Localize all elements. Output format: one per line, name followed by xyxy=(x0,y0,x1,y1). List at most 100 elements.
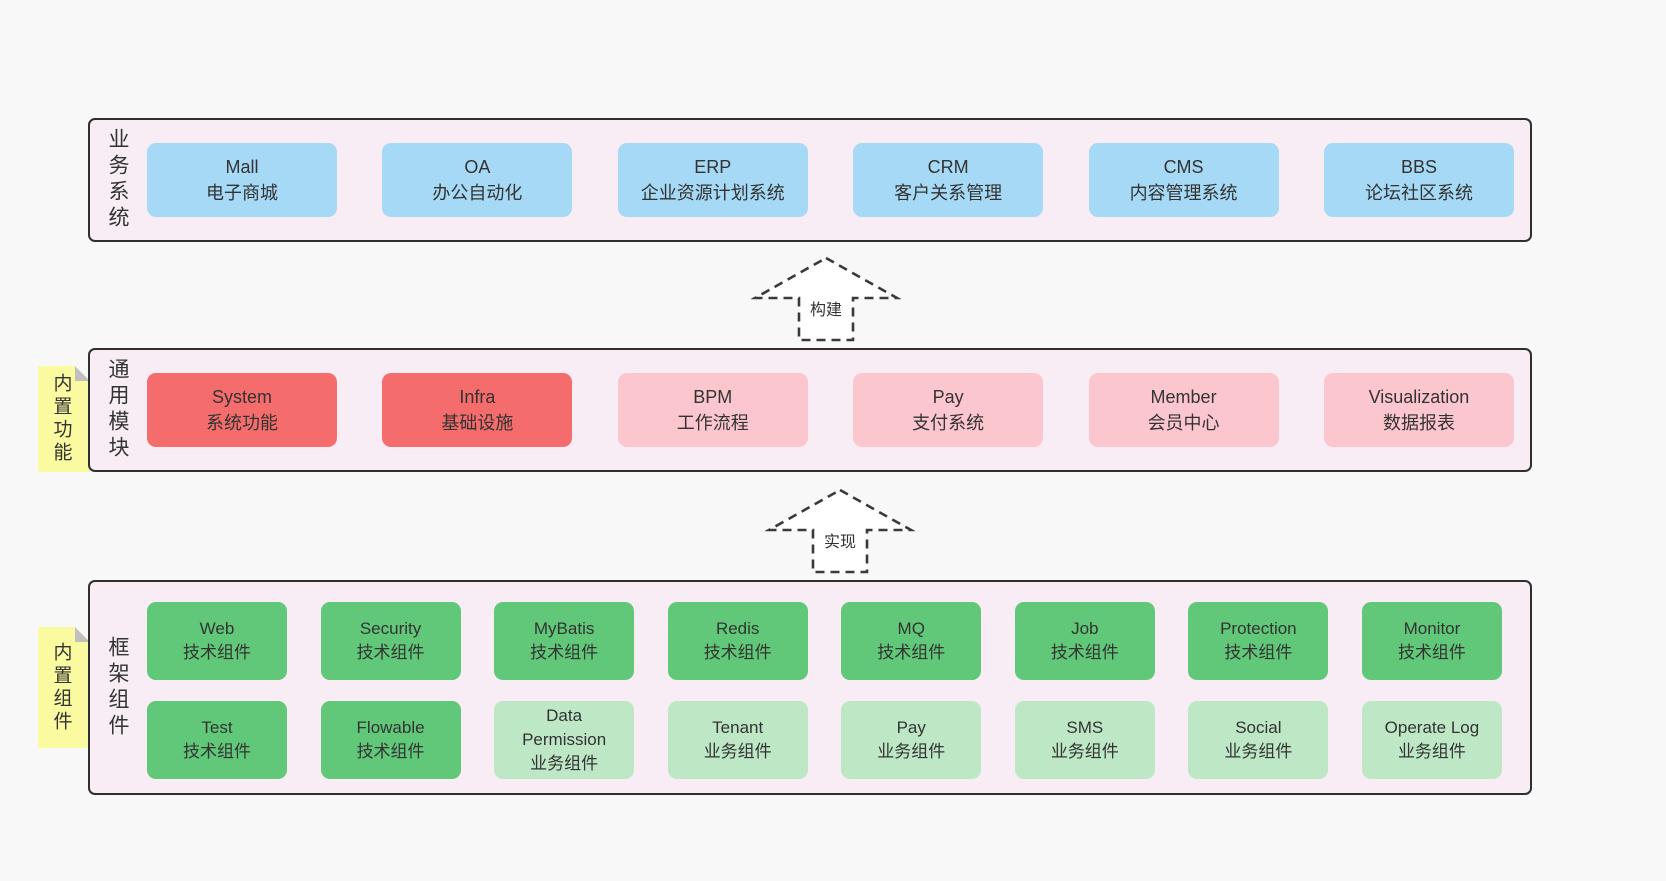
box-title: Operate Log xyxy=(1384,718,1480,737)
box-subtitle: 业务组件 xyxy=(530,754,599,773)
box-title: MyBatis xyxy=(533,619,595,638)
module-box: System 系统功能 xyxy=(147,373,337,447)
box-subtitle: 技术组件 xyxy=(1224,643,1293,662)
module-box: CRM 客户关系管理 xyxy=(853,143,1044,217)
box-subtitle: 会员中心 xyxy=(1147,413,1220,433)
box-title: Visualization xyxy=(1368,387,1470,407)
layer-common-modules: 通用模块 System 系统功能 Infra 基础设施 BPM 工作流程 Pay… xyxy=(88,348,1532,472)
box-subtitle: 技术组件 xyxy=(183,742,251,761)
component-box: Test 技术组件 xyxy=(147,701,287,779)
box-title: CMS xyxy=(1163,157,1204,177)
layer-label: 业务系统 xyxy=(106,128,129,232)
box-title: CRM xyxy=(927,157,969,177)
module-box: CMS 内容管理系统 xyxy=(1088,143,1279,217)
module-box: Mall 电子商城 xyxy=(147,143,337,217)
box-title: Pay xyxy=(896,718,926,737)
box-title: Flowable xyxy=(356,718,425,737)
sticky-note-builtin-features: 内置功能 xyxy=(38,366,90,472)
box-subtitle: 技术组件 xyxy=(1397,643,1466,662)
sticky-note-text: 内置组件 xyxy=(50,641,72,734)
module-box: Visualization 数据报表 xyxy=(1323,373,1514,447)
box-title: Web xyxy=(199,619,235,638)
box-subtitle: 业务组件 xyxy=(1397,742,1466,761)
module-box: BPM 工作流程 xyxy=(617,373,808,447)
box-title: Job xyxy=(1071,619,1099,638)
box-title: Redis xyxy=(715,619,760,638)
box-title: Pay xyxy=(932,387,964,407)
box-subtitle: 论坛社区系统 xyxy=(1364,183,1473,203)
module-box: Pay 支付系统 xyxy=(853,373,1044,447)
component-box: Web 技术组件 xyxy=(147,602,287,680)
box-subtitle: 数据报表 xyxy=(1382,413,1455,433)
box-title: SMS xyxy=(1066,718,1104,737)
box-row: System 系统功能 Infra 基础设施 BPM 工作流程 Pay 支付系统… xyxy=(147,350,1514,470)
arrow-label: 构建 xyxy=(805,295,847,321)
box-subtitle: 业务组件 xyxy=(1224,742,1293,761)
dashed-up-arrow-implement: 实现 xyxy=(765,487,915,575)
component-box: Data Permission 业务组件 xyxy=(494,701,635,779)
component-box: SMS 业务组件 xyxy=(1014,701,1155,779)
module-box: BBS 论坛社区系统 xyxy=(1323,143,1514,217)
box-subtitle: 技术组件 xyxy=(530,643,599,662)
box-subtitle: 办公自动化 xyxy=(432,183,523,203)
component-box: Operate Log 业务组件 xyxy=(1361,701,1502,779)
box-title: Social xyxy=(1235,718,1282,737)
box-title: Infra xyxy=(459,387,496,407)
box-subtitle: 系统功能 xyxy=(206,413,278,433)
component-box: MQ 技术组件 xyxy=(841,602,982,680)
box-title: Member xyxy=(1150,387,1217,407)
layer-label: 通用模块 xyxy=(106,358,129,462)
component-box: Protection 技术组件 xyxy=(1188,602,1329,680)
component-box: Flowable 技术组件 xyxy=(320,701,461,779)
layer-label: 框架组件 xyxy=(106,635,129,740)
box-row: Web 技术组件 Security 技术组件 MyBatis 技术组件 Redi… xyxy=(147,602,1502,680)
arrow-label: 实现 xyxy=(819,527,861,553)
box-subtitle: 支付系统 xyxy=(912,413,985,433)
component-box: Social 业务组件 xyxy=(1188,701,1329,779)
box-subtitle: 电子商城 xyxy=(206,183,278,203)
sticky-note-builtin-components: 内置组件 xyxy=(38,627,90,748)
box-title: System xyxy=(211,387,272,407)
box-title: Data Permission xyxy=(522,706,607,749)
component-box: Security 技术组件 xyxy=(320,602,461,680)
box-subtitle: 基础设施 xyxy=(441,413,514,433)
box-title: Security xyxy=(359,619,422,638)
box-title: Test xyxy=(201,718,233,737)
sticky-note-text: 内置功能 xyxy=(50,373,72,465)
component-box: Pay 业务组件 xyxy=(841,701,982,779)
component-box: Job 技术组件 xyxy=(1014,602,1155,680)
box-subtitle: 技术组件 xyxy=(703,643,772,662)
component-box: MyBatis 技术组件 xyxy=(494,602,635,680)
box-subtitle: 技术组件 xyxy=(1050,643,1119,662)
box-title: Protection xyxy=(1220,619,1297,638)
component-box: Redis 技术组件 xyxy=(667,602,808,680)
layer-framework-components: 框架组件 Web 技术组件 Security 技术组件 MyBatis 技术组件… xyxy=(88,580,1532,795)
box-subtitle: 技术组件 xyxy=(356,742,425,761)
module-box: Infra 基础设施 xyxy=(382,373,573,447)
box-title: Monitor xyxy=(1403,619,1461,638)
box-subtitle: 企业资源计划系统 xyxy=(640,183,785,203)
box-subtitle: 业务组件 xyxy=(877,742,946,761)
layer-business-systems: 业务系统 Mall 电子商城 OA 办公自动化 ERP 企业资源计划系统 CRM… xyxy=(88,118,1532,242)
module-box: OA 办公自动化 xyxy=(382,143,573,217)
module-box: Member 会员中心 xyxy=(1088,373,1279,447)
box-title: ERP xyxy=(694,157,732,177)
box-title: BBS xyxy=(1400,157,1437,177)
module-box: ERP 企业资源计划系统 xyxy=(617,143,808,217)
component-box: Monitor 技术组件 xyxy=(1361,602,1502,680)
box-subtitle: 技术组件 xyxy=(183,643,251,662)
box-subtitle: 业务组件 xyxy=(703,742,772,761)
component-box: Tenant 业务组件 xyxy=(667,701,808,779)
box-subtitle: 内容管理系统 xyxy=(1129,183,1238,203)
box-row: Mall 电子商城 OA 办公自动化 ERP 企业资源计划系统 CRM 客户关系… xyxy=(147,120,1514,240)
box-subtitle: 客户关系管理 xyxy=(894,183,1003,203)
box-subtitle: 技术组件 xyxy=(877,643,946,662)
box-title: OA xyxy=(464,157,491,177)
box-subtitle: 技术组件 xyxy=(356,643,425,662)
box-title: Tenant xyxy=(712,718,764,737)
box-subtitle: 工作流程 xyxy=(676,413,749,433)
dashed-up-arrow-build: 构建 xyxy=(751,255,901,343)
box-subtitle: 业务组件 xyxy=(1050,742,1119,761)
box-title: BPM xyxy=(693,387,733,407)
